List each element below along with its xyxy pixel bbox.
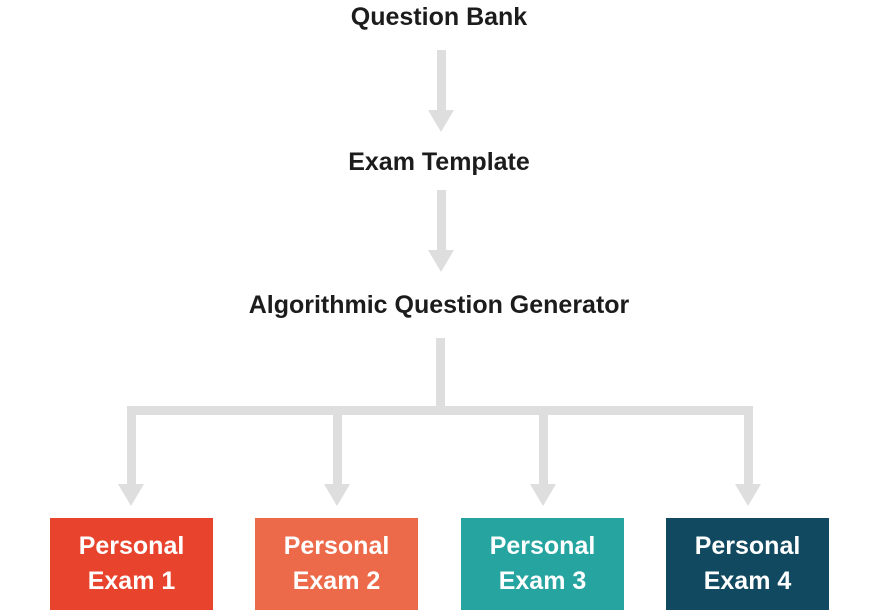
branch-arrow-down-icon xyxy=(735,406,761,506)
arrow-head xyxy=(428,110,454,132)
node-personal-exam-2: Personal Exam 2 xyxy=(255,518,418,610)
arrow-head xyxy=(735,484,761,506)
arrow-shaft xyxy=(538,406,548,484)
arrow-head xyxy=(324,484,350,506)
branch-arrow-down-icon xyxy=(324,406,350,506)
branch-connector-horizontal-bar xyxy=(127,406,752,415)
node-personal-exam-3: Personal Exam 3 xyxy=(461,518,624,610)
branch-connector-stub xyxy=(436,338,445,408)
arrow-shaft xyxy=(436,190,446,250)
arrow-shaft xyxy=(436,50,446,110)
node-personal-exam-4: Personal Exam 4 xyxy=(666,518,829,610)
arrow-shaft xyxy=(126,406,136,484)
node-question-bank: Question Bank xyxy=(350,3,528,31)
arrow-shaft xyxy=(332,406,342,484)
arrow-head xyxy=(118,484,144,506)
arrow-down-icon xyxy=(428,50,454,132)
arrow-head xyxy=(428,250,454,272)
node-exam-template: Exam Template xyxy=(348,148,530,176)
arrow-head xyxy=(530,484,556,506)
arrow-shaft xyxy=(743,406,753,484)
branch-arrow-down-icon xyxy=(530,406,556,506)
arrow-down-icon xyxy=(428,190,454,272)
node-personal-exam-1: Personal Exam 1 xyxy=(50,518,213,610)
node-algorithmic-question-generator: Algorithmic Question Generator xyxy=(248,291,630,319)
branch-arrow-down-icon xyxy=(118,406,144,506)
